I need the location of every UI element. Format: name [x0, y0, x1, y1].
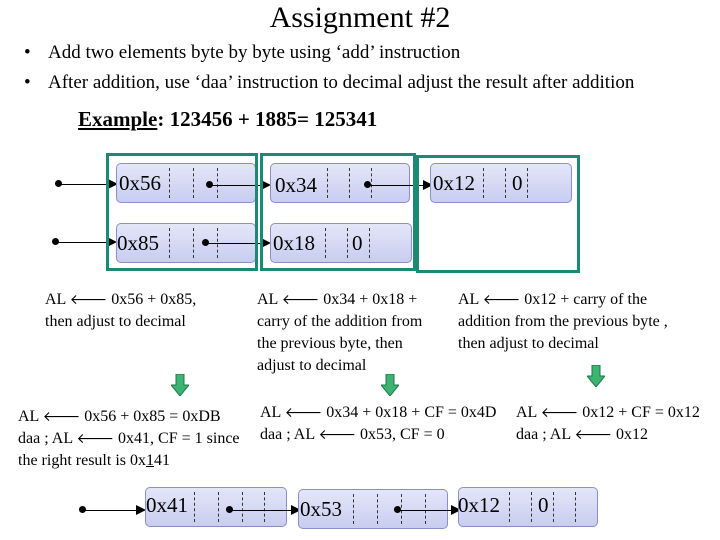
down-arrow-icon	[587, 365, 605, 387]
calc-note-byte-1: AL 🡐 0x56 + 0x85 = 0xDB daa ; AL 🡐 0x41,…	[18, 406, 258, 472]
note-text: 0x12 + CF = 0x12	[578, 404, 700, 421]
result-link-arrowhead-1	[291, 505, 301, 515]
note-text: 0x56 + 0x85, then adjust to decimal	[45, 291, 197, 330]
note-text: AL	[516, 404, 541, 421]
list1-link-arrowhead-2	[423, 180, 433, 190]
step-note-byte-3: AL 🡐 0x12 + carry of the addition from t…	[458, 289, 678, 355]
calc-note-byte-3: AL 🡐 0x12 + CF = 0x12 daa ; AL 🡐 0x12	[516, 402, 716, 446]
left-arrow-icon: 🡐	[42, 409, 81, 425]
note-text: daa ; AL	[516, 426, 575, 443]
list2-byte-2: 0x18	[273, 231, 315, 255]
list2-head-line	[56, 242, 108, 243]
list2-byte-3: 0	[352, 231, 363, 255]
bullet-text-1: Add two elements byte by byte using ‘add…	[48, 42, 461, 63]
byte-column-frame-1	[106, 153, 258, 271]
bullet-item-1: • Add two elements byte by byte using ‘ad…	[24, 41, 460, 65]
list2-head-dot	[52, 238, 59, 245]
left-arrow-icon: 🡐	[482, 292, 521, 308]
list2-link-arrowhead-1	[261, 238, 271, 248]
step-note-byte-2: AL 🡐 0x34 + 0x18 + carry of the addition…	[257, 289, 442, 377]
example-label: Example	[78, 107, 158, 131]
example-line: Example: 123456 + 1885= 125341	[78, 107, 377, 132]
note-text: 0x34 + 0x18 + CF = 0x4D	[322, 404, 497, 421]
list1-link-dot-2	[364, 181, 371, 188]
note-text: AL	[45, 291, 70, 308]
result-head-arrowhead	[136, 505, 146, 515]
note-text: 0x12	[612, 426, 649, 443]
note-text: 0x56 + 0x85 = 0xDB	[80, 408, 221, 425]
list1-node-2	[270, 163, 410, 203]
left-arrow-icon: 🡐	[574, 427, 613, 443]
list2-node-2	[270, 223, 412, 263]
left-arrow-icon: 🡐	[540, 405, 579, 421]
result-link-dot-2	[394, 506, 401, 513]
note-text: AL	[260, 404, 285, 421]
left-arrow-icon: 🡐	[318, 427, 357, 443]
list1-head-dot	[55, 180, 62, 187]
note-text: 0x53, CF = 0	[356, 426, 445, 443]
step-note-byte-1: AL 🡐 0x56 + 0x85, then adjust to decimal	[45, 289, 220, 333]
note-text: AL	[458, 291, 483, 308]
result-node-3	[458, 487, 598, 527]
left-arrow-icon: 🡐	[284, 405, 323, 421]
result-node-1	[145, 487, 287, 527]
calc-note-byte-2: AL 🡐 0x34 + 0x18 + CF = 0x4D daa ; AL 🡐 …	[260, 402, 520, 446]
result-byte-4: 0	[538, 493, 549, 517]
note-text: 0x12 + carry of the addition from the pr…	[458, 291, 668, 352]
list2-link-dot-1	[202, 239, 209, 246]
bullet-dot: •	[24, 42, 31, 63]
result-link-line-2	[398, 510, 452, 511]
note-text: the right result is 0x	[18, 452, 146, 469]
note-text: 0x34 + 0x18 + carry of the addition from…	[257, 291, 423, 374]
list1-link-dot-1	[206, 181, 213, 188]
bullet-item-2: • After addition, use ‘daa’ instruction t…	[24, 71, 634, 95]
list2-head-arrowhead	[107, 237, 117, 247]
result-byte-1: 0x41	[146, 493, 188, 517]
list1-byte-4: 0	[512, 171, 523, 195]
list1-node-3	[430, 163, 572, 203]
list1-link-arrowhead-1	[261, 180, 271, 190]
result-link-line-1	[230, 510, 292, 511]
example-expression: : 123456 + 1885= 125341	[157, 107, 378, 131]
list1-byte-2: 0x34	[275, 173, 317, 197]
result-node-2	[298, 489, 448, 529]
note-text: AL	[257, 291, 282, 308]
carry-digit: 1	[145, 452, 154, 469]
list1-byte-1: 0x56	[119, 171, 161, 195]
list1-head-line	[59, 184, 109, 185]
left-arrow-icon: 🡐	[69, 292, 108, 308]
list1-head-arrowhead	[108, 179, 118, 189]
note-text: 41	[153, 452, 170, 469]
note-text: daa ; AL	[18, 430, 77, 447]
note-text: 0x41, CF = 1 since	[114, 430, 240, 447]
note-text: daa ; AL	[260, 426, 319, 443]
down-arrow-icon	[381, 374, 399, 396]
down-arrow-icon	[171, 374, 189, 396]
list2-byte-1: 0x85	[117, 231, 159, 255]
list2-link-line-1	[206, 243, 262, 244]
result-link-arrowhead-2	[451, 505, 461, 515]
list1-node-1	[116, 163, 256, 203]
byte-column-frame-2	[260, 153, 416, 271]
result-head-line	[83, 510, 137, 511]
list1-link-line-1	[210, 185, 262, 186]
list1-byte-3: 0x12	[433, 171, 475, 195]
result-byte-3: 0x12	[458, 493, 500, 517]
byte-column-frame-3	[416, 155, 580, 273]
result-byte-2: 0x53	[300, 497, 342, 521]
result-head-dot	[79, 506, 86, 513]
bullet-text-2: After addition, use ‘daa’ instruction to…	[48, 72, 635, 93]
note-text: AL	[18, 408, 43, 425]
result-link-dot-1	[226, 506, 233, 513]
left-arrow-icon: 🡐	[76, 431, 115, 447]
bullet-dot: •	[24, 72, 31, 93]
list1-link-line-2	[368, 185, 424, 186]
slide-title: Assignment #2	[269, 1, 451, 34]
left-arrow-icon: 🡐	[281, 292, 320, 308]
